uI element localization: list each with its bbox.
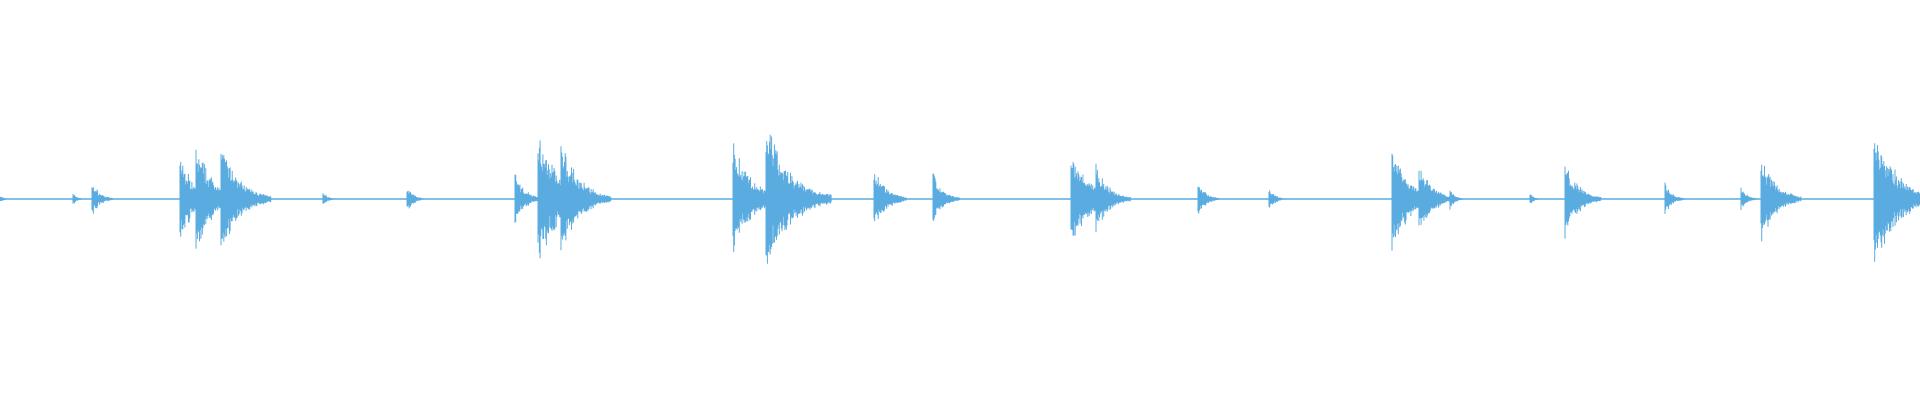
waveform-transient-27 xyxy=(1760,164,1802,242)
waveform-transient-19 xyxy=(1268,190,1285,208)
waveform-bursts xyxy=(0,134,1920,264)
waveform-transient-1 xyxy=(0,196,7,201)
waveform-transient-11 xyxy=(560,146,612,251)
waveform-transient-14 xyxy=(873,174,907,222)
waveform-transient-3 xyxy=(91,187,113,214)
waveform-transient-26 xyxy=(1740,187,1757,211)
waveform-transient-25 xyxy=(1664,182,1685,214)
waveform-transient-13 xyxy=(765,134,832,264)
waveform-transient-7 xyxy=(322,193,335,204)
waveform-transient-28 xyxy=(1873,143,1920,262)
waveform-transient-22 xyxy=(1449,190,1464,210)
waveform-transient-8 xyxy=(406,190,424,209)
waveform-transient-15 xyxy=(932,173,961,221)
waveform-transient-6 xyxy=(220,153,272,246)
waveform-transient-18 xyxy=(1197,186,1219,214)
waveform-transient-24 xyxy=(1564,166,1602,239)
waveform-transient-2 xyxy=(72,194,82,204)
waveform-transient-21 xyxy=(1418,170,1456,226)
waveform-transient-17 xyxy=(1095,163,1131,233)
waveform-transient-23 xyxy=(1529,194,1539,204)
